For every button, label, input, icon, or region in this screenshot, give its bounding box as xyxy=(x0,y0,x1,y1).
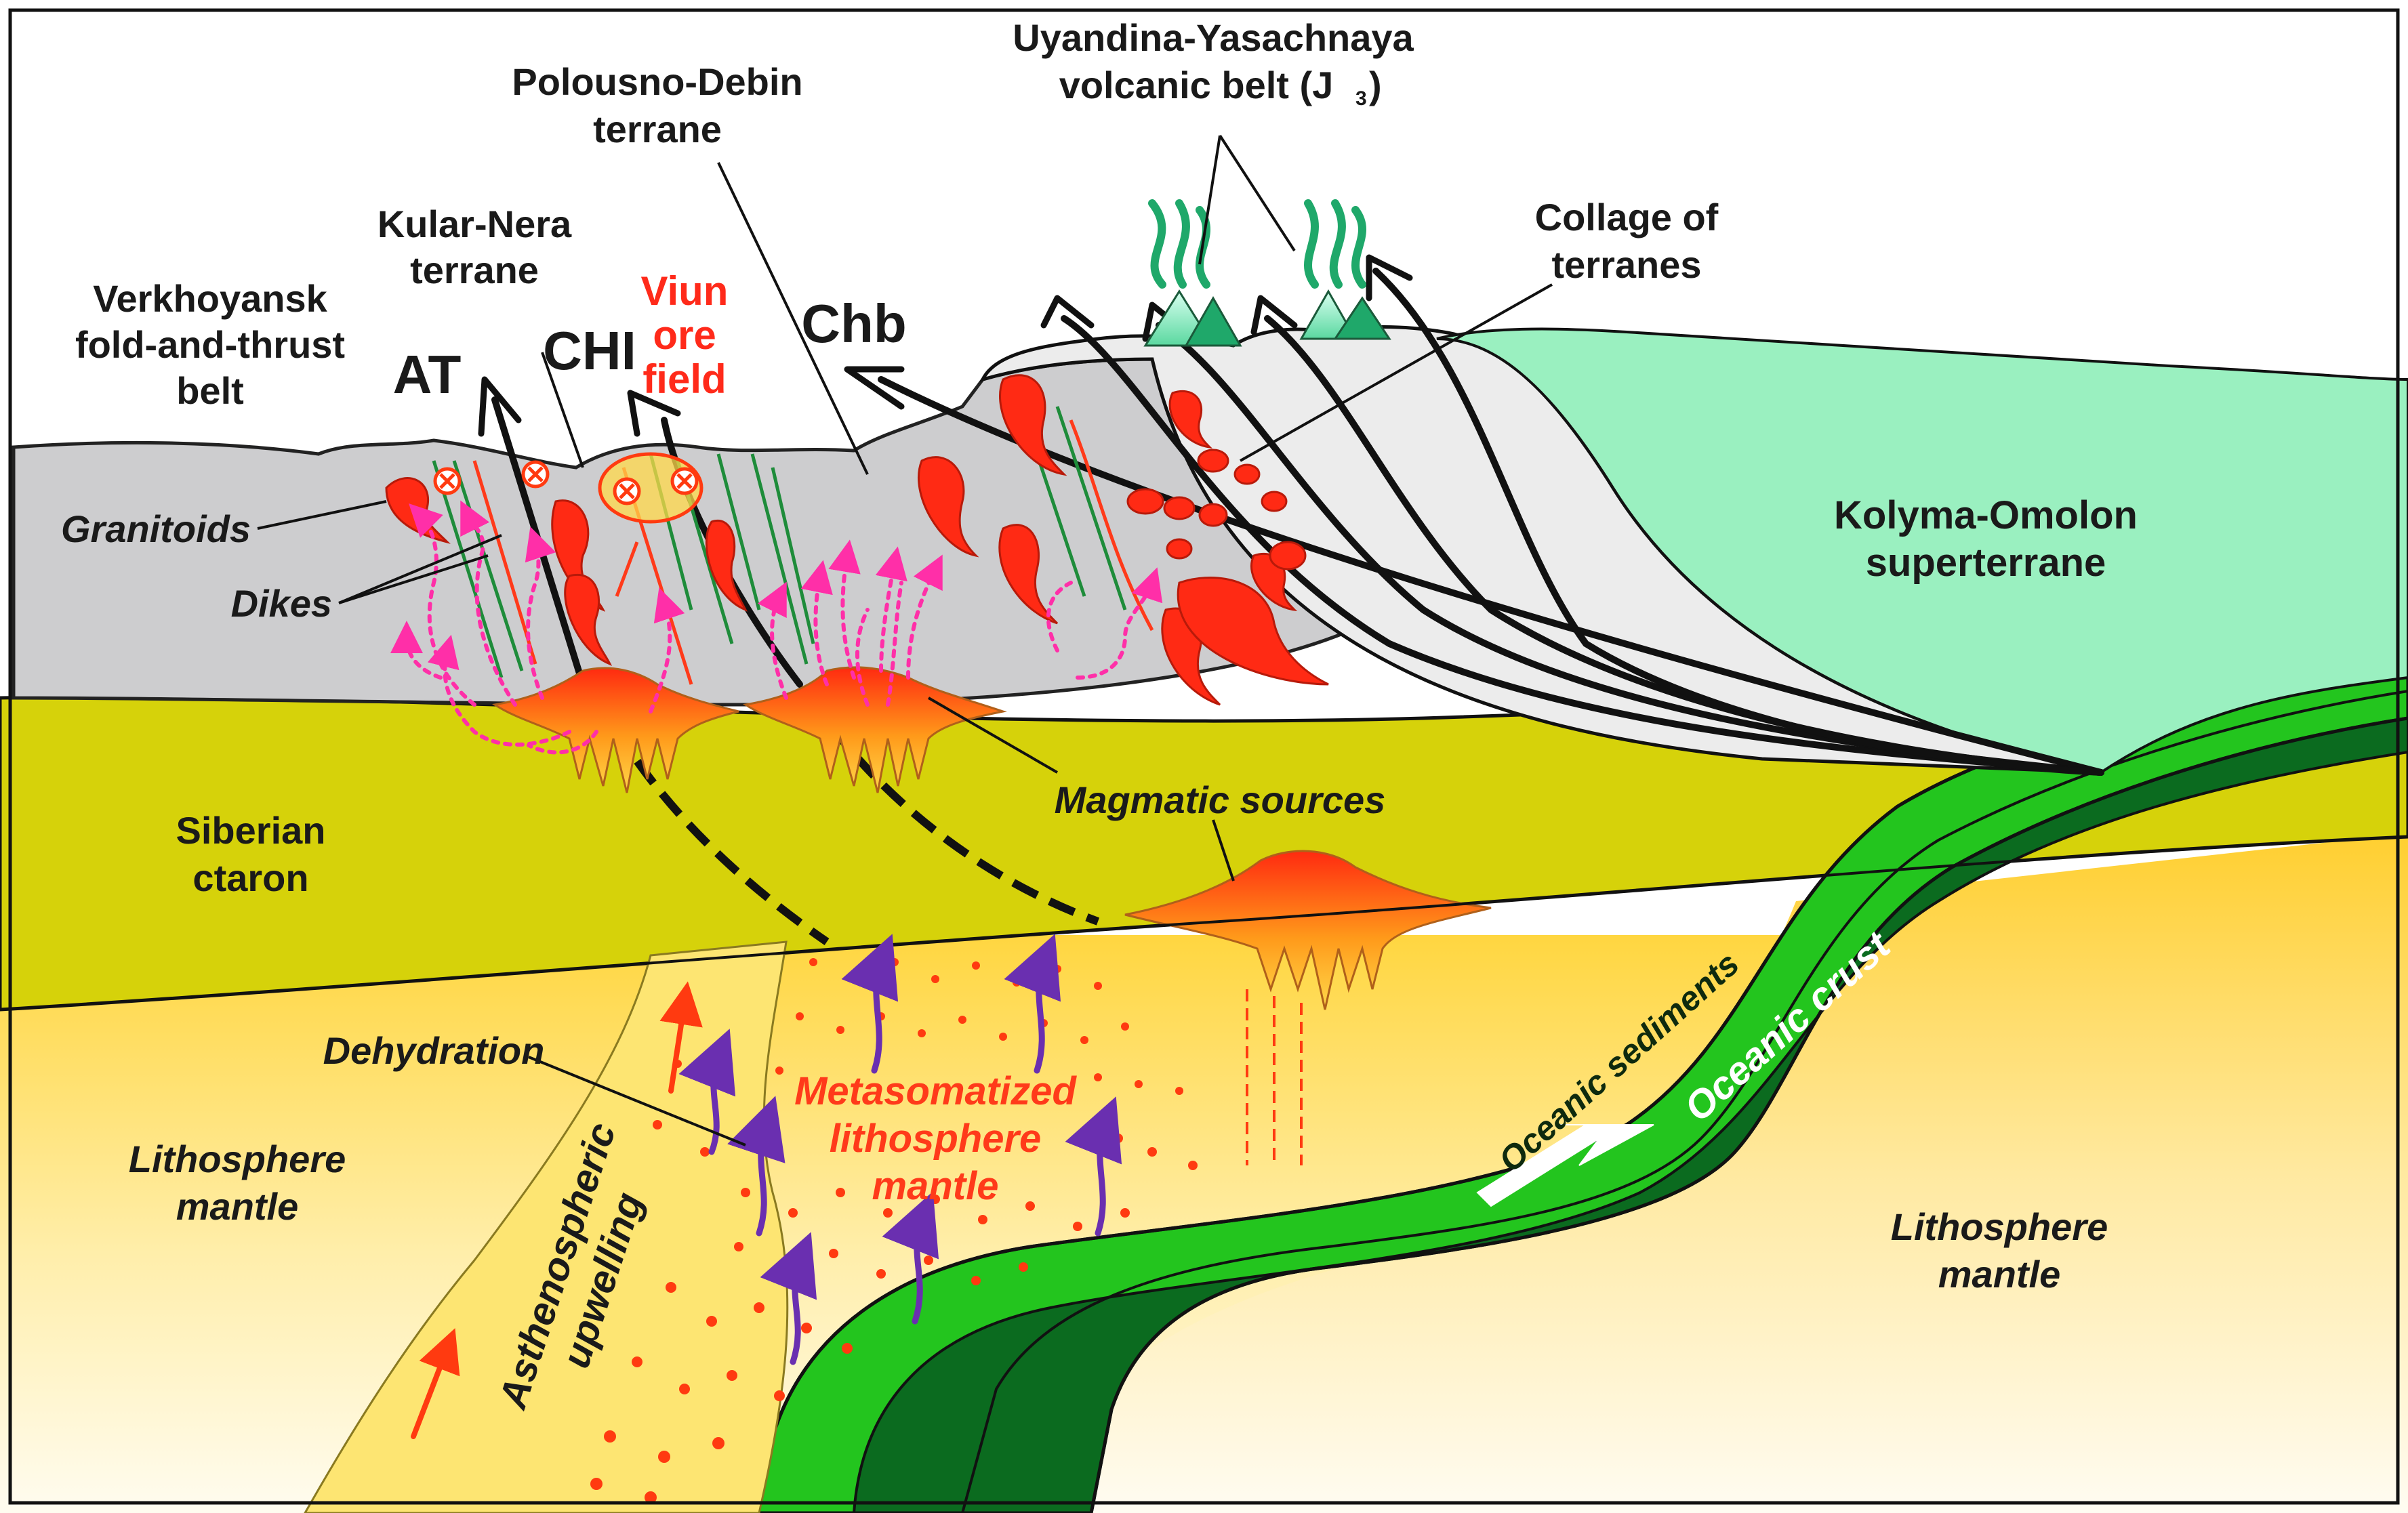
label-siberian-line1: Siberian xyxy=(176,809,326,852)
label-viun-line2: ore xyxy=(653,312,716,358)
label-viun-line1: Viun xyxy=(641,268,729,314)
kolyma-omolon-superterrane xyxy=(1436,327,2408,774)
leader-lines xyxy=(257,134,1553,1146)
magmatic-source-left xyxy=(492,667,739,793)
label-collage-line2: terranes xyxy=(1551,243,1701,286)
label-litho-left-line1: Lithosphere xyxy=(129,1138,346,1180)
label-polousno-line2: terrane xyxy=(593,108,722,150)
label-chb-fault: Chb xyxy=(801,293,907,354)
label-uyandina-subscript: 3 xyxy=(1355,87,1367,110)
label-collage-line1: Collage of xyxy=(1535,196,1719,239)
label-dehydration: Dehydration xyxy=(323,1029,545,1072)
label-uyandina-close: ) xyxy=(1369,64,1382,106)
label-kular-nera: Kular-Nera terrane xyxy=(377,203,572,291)
label-kular-line1: Kular-Nera xyxy=(377,203,572,245)
label-viun-ore-field: Viun ore field xyxy=(641,268,729,402)
label-granitoids: Granitoids xyxy=(61,507,251,550)
label-metasomatized-line2: lithosphere xyxy=(830,1117,1042,1161)
label-kular-line2: terrane xyxy=(410,249,539,291)
label-verkhoyansk: Verkhoyansk fold-and-thrust belt xyxy=(75,277,345,412)
label-polousno-line1: Polousno-Debin xyxy=(512,60,802,103)
label-dikes: Dikes xyxy=(231,582,332,625)
fluid-pathways xyxy=(390,500,1163,755)
label-viun-line3: field xyxy=(642,356,726,402)
upwelling-arrows xyxy=(411,981,703,1439)
label-litho-right-line2: mantle xyxy=(1938,1253,2061,1296)
figure-frame xyxy=(8,8,2400,1505)
label-litho-left-line2: mantle xyxy=(176,1185,299,1228)
label-chi-fault: CHI xyxy=(543,320,636,381)
volcano-icon xyxy=(1143,289,1391,347)
subduction-arrow-icon xyxy=(1476,1124,1654,1207)
granitoid-bodies xyxy=(385,374,1329,706)
label-magmatic-sources: Magmatic sources xyxy=(1055,779,1386,821)
label-kolyma-line1: Kolyma-Omolon xyxy=(1834,493,2138,537)
label-uyandina-line1: Uyandina-Yasachnaya xyxy=(1013,16,1414,59)
label-at-fault: AT xyxy=(393,344,462,405)
label-uyandina-line2: volcanic belt (J xyxy=(1059,64,1334,106)
label-metasomatized-line3: mantle xyxy=(872,1164,999,1208)
label-polousno-debin: Polousno-Debin terrane xyxy=(512,60,802,150)
dike-feeder-lines xyxy=(1246,989,1303,1165)
volcanic-smoke xyxy=(1148,199,1366,289)
label-kolyma-line2: superterrane xyxy=(1866,541,2106,585)
flux-arrows xyxy=(678,934,1122,1365)
label-uyandina: Uyandina-Yasachnaya volcanic belt (J 3 ) xyxy=(1013,16,1414,110)
moho-line xyxy=(0,835,2408,1011)
label-siberian-line2: ctaron xyxy=(192,856,308,899)
label-collage: Collage of terranes xyxy=(1535,196,1719,286)
label-litho-right-line1: Lithosphere xyxy=(1891,1205,2108,1248)
label-metasomatized-line1: Metasomatized xyxy=(794,1069,1077,1113)
label-metasomatized: Metasomatized lithosphere mantle xyxy=(794,1069,1077,1208)
label-kolyma-omolon: Kolyma-Omolon superterrane xyxy=(1834,493,2138,585)
crossed-hammers-icon xyxy=(433,460,699,505)
oceanic-sediments-band xyxy=(750,662,2408,1513)
label-verkhoyansk-line2: fold-and-thrust xyxy=(75,323,345,366)
magmatic-source-middle xyxy=(743,666,1007,793)
label-lithosphere-left: Lithosphere mantle xyxy=(129,1138,346,1228)
label-verkhoyansk-line3: belt xyxy=(176,369,244,412)
label-verkhoyansk-line1: Verkhoyansk xyxy=(93,277,327,320)
label-lithosphere-right: Lithosphere mantle xyxy=(1891,1205,2108,1296)
label-siberian-craton: Siberian ctaron xyxy=(176,809,326,899)
magmatic-source-lower xyxy=(1124,850,1492,1010)
